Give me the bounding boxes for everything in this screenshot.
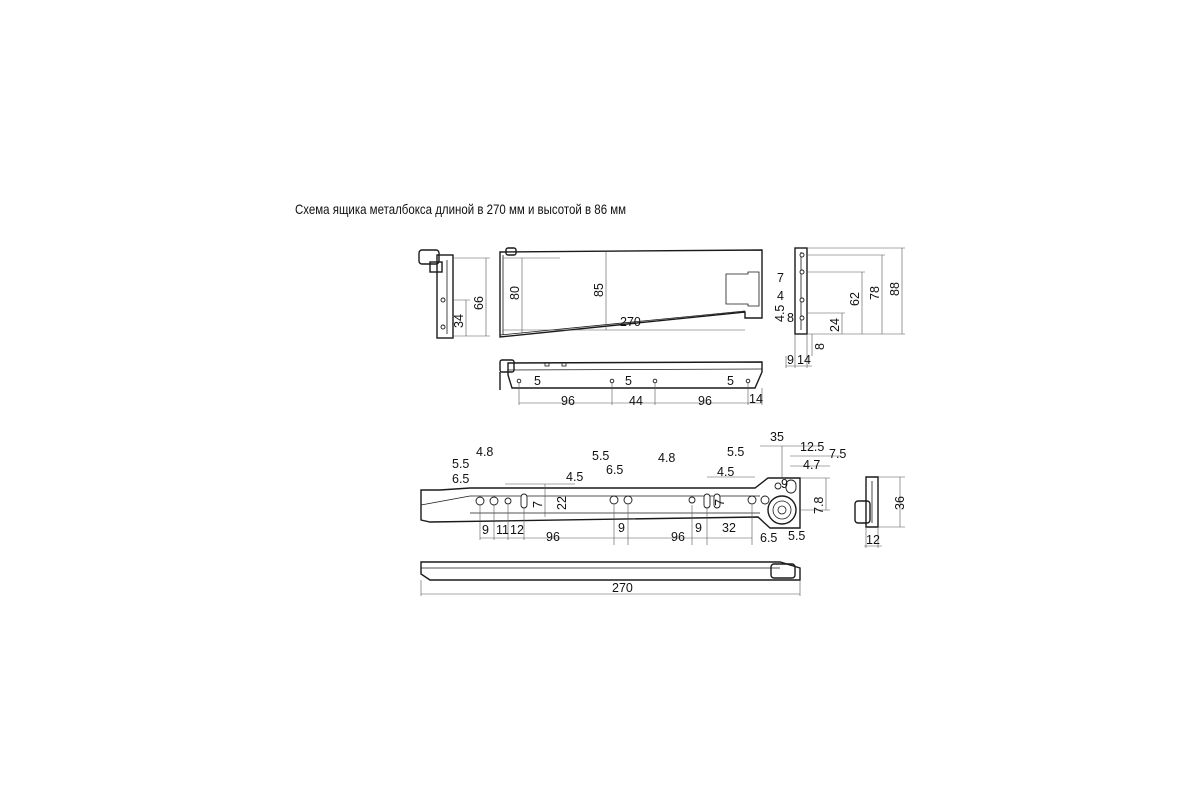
runner-top-view: [420, 445, 840, 545]
dim-left-34: 34: [452, 314, 466, 328]
dim-run-7-5: 7.5: [829, 447, 846, 461]
dim-right-14: 14: [797, 353, 811, 367]
dim-run-4-8b: 4.8: [658, 451, 675, 465]
dim-right-7: 7: [777, 271, 784, 285]
dim-run-9c: 9: [695, 521, 702, 535]
dim-left-66: 66: [472, 296, 486, 310]
dim-end-36: 36: [893, 496, 907, 510]
dim-run-4-5a: 4.5: [566, 470, 583, 484]
side-view: [499, 247, 763, 338]
dim-run-22: 22: [555, 496, 569, 510]
dim-run-9b: 9: [618, 521, 625, 535]
dim-run-7b: 7: [713, 499, 727, 506]
dim-side-80: 80: [508, 286, 522, 300]
dim-side-270: 270: [620, 315, 641, 329]
dim-run-9d: 9: [781, 477, 788, 491]
dim-right-8b: 8: [813, 343, 827, 350]
dim-right-9: 9: [787, 353, 794, 367]
runner-end-view: [854, 476, 905, 548]
dim-rail-5a: 5: [534, 374, 541, 388]
diagram-caption: Схема ящика металбокса длиной в 270 мм и…: [295, 201, 627, 217]
left-end-view: [418, 249, 490, 339]
dim-run-32: 32: [722, 521, 736, 535]
dim-run-96b: 96: [671, 530, 685, 544]
dim-run-5-5d: 5.5: [788, 529, 805, 543]
dim-end-12: 12: [866, 533, 880, 547]
dim-run-11: 11: [496, 523, 509, 537]
dim-rail-96a: 96: [561, 394, 575, 408]
dim-run-12-5: 12.5: [800, 440, 824, 454]
dim-rail-5c: 5: [727, 374, 734, 388]
dim-right-8a: 8: [787, 311, 794, 325]
dim-run-4-7: 4.7: [803, 458, 820, 472]
dim-rail-96b: 96: [698, 394, 712, 408]
dim-run-6-5a: 6.5: [452, 472, 469, 486]
dim-right-78: 78: [868, 286, 882, 300]
runner-bottom-view: [420, 561, 801, 596]
dim-run-5-5a: 5.5: [452, 457, 469, 471]
dim-bottom-270: 270: [612, 581, 633, 595]
dim-rail-5b: 5: [625, 374, 632, 388]
dim-right-4-5: 4.5: [773, 305, 787, 322]
dim-rail-14: 14: [749, 392, 763, 406]
dim-right-88: 88: [888, 282, 902, 296]
dim-run-96a: 96: [546, 530, 560, 544]
dim-run-6-5c: 6.5: [760, 531, 777, 545]
dim-run-6-5b: 6.5: [606, 463, 623, 477]
dim-right-4: 4: [777, 289, 784, 303]
right-end-view: [785, 247, 905, 368]
dim-run-7-8: 7.8: [812, 497, 826, 514]
dim-run-35: 35: [770, 430, 784, 444]
dim-side-85: 85: [592, 283, 606, 297]
dim-run-4-5b: 4.5: [717, 465, 734, 479]
dim-right-62: 62: [848, 292, 862, 306]
dim-run-5-5c: 5.5: [727, 445, 744, 459]
dim-run-5-5b: 5.5: [592, 449, 609, 463]
dim-run-9a: 9: [482, 523, 489, 537]
dim-run-4-8a: 4.8: [476, 445, 493, 459]
dim-run-7a: 7: [531, 501, 545, 508]
bottom-rail: [499, 359, 763, 405]
dim-right-24: 24: [828, 318, 842, 332]
dim-run-12: 12: [510, 523, 524, 537]
dim-rail-44: 44: [629, 394, 643, 408]
